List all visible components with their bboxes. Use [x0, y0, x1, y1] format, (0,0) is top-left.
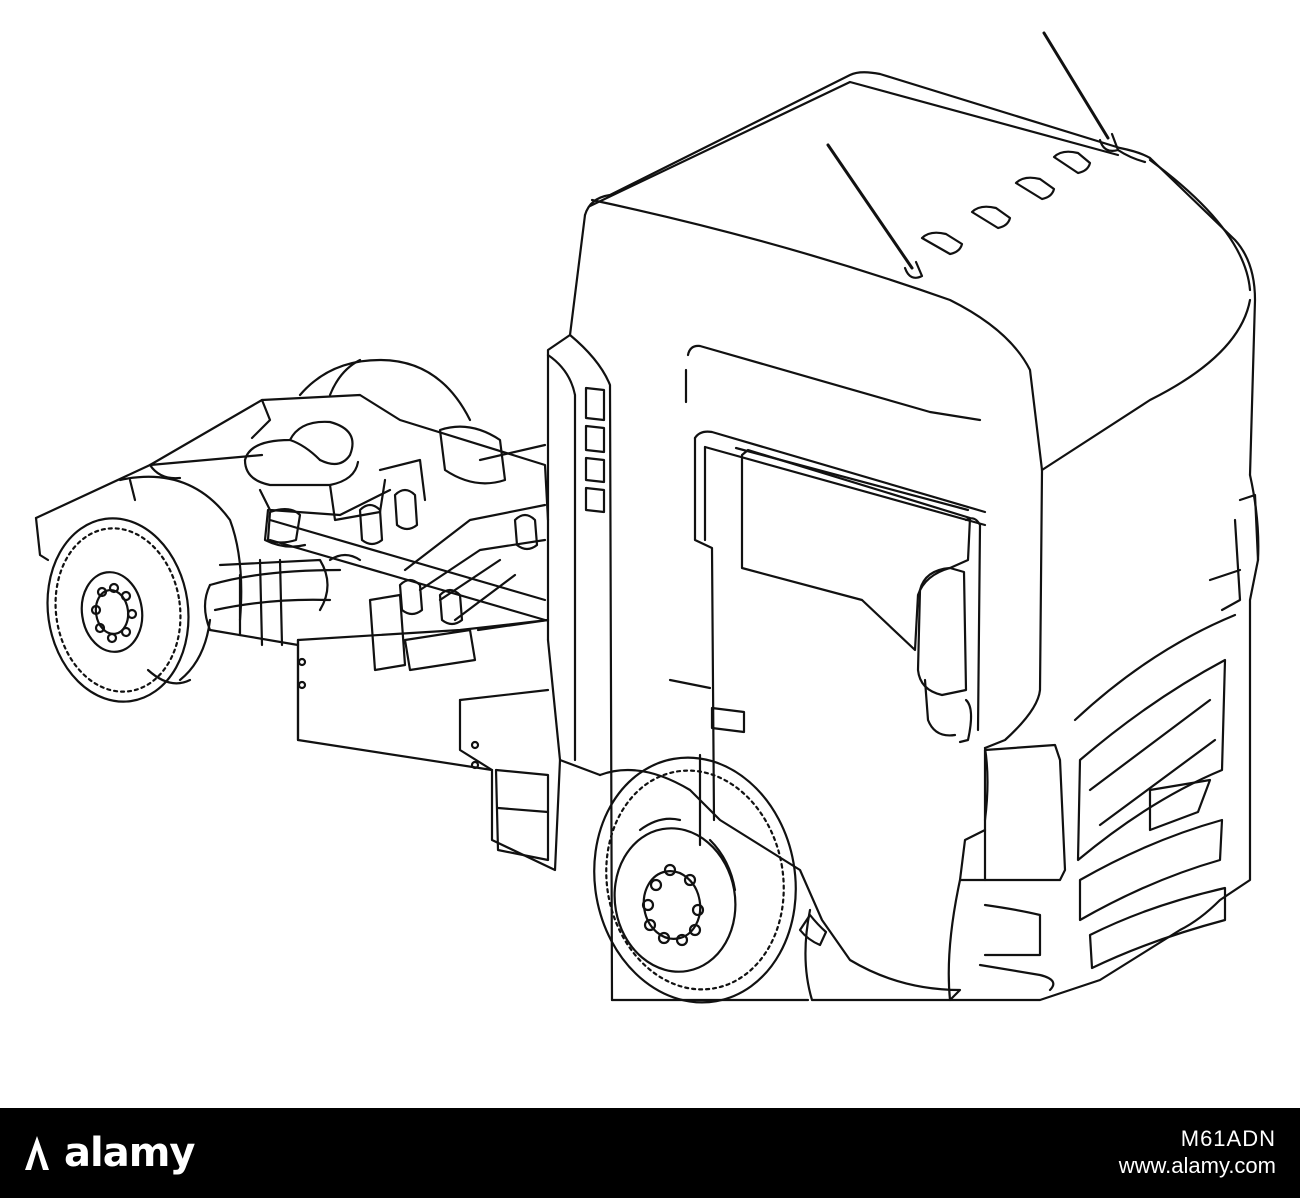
- rear-fender: [34, 358, 472, 622]
- cab-front: [947, 468, 1260, 1002]
- chassis: [203, 558, 562, 872]
- footer-bar: alamy M61ADN www.alamy.com: [0, 1108, 1300, 1198]
- image-id: M61ADN: [1180, 1126, 1276, 1151]
- cab-side: [546, 213, 987, 1002]
- front-wheel: [593, 756, 797, 1004]
- rear-wheel: [46, 517, 212, 703]
- logo-wordmark: alamy: [64, 1130, 195, 1176]
- truck-line-drawing: [34, 31, 1260, 1004]
- alamy-a-logo-icon: [25, 1136, 49, 1170]
- cab-roof: [583, 71, 1257, 477]
- fifth-wheel: [148, 393, 550, 626]
- alamy-logo: alamy: [22, 1128, 195, 1178]
- antennas: [826, 31, 1120, 279]
- site-url: www.alamy.com: [1118, 1153, 1276, 1178]
